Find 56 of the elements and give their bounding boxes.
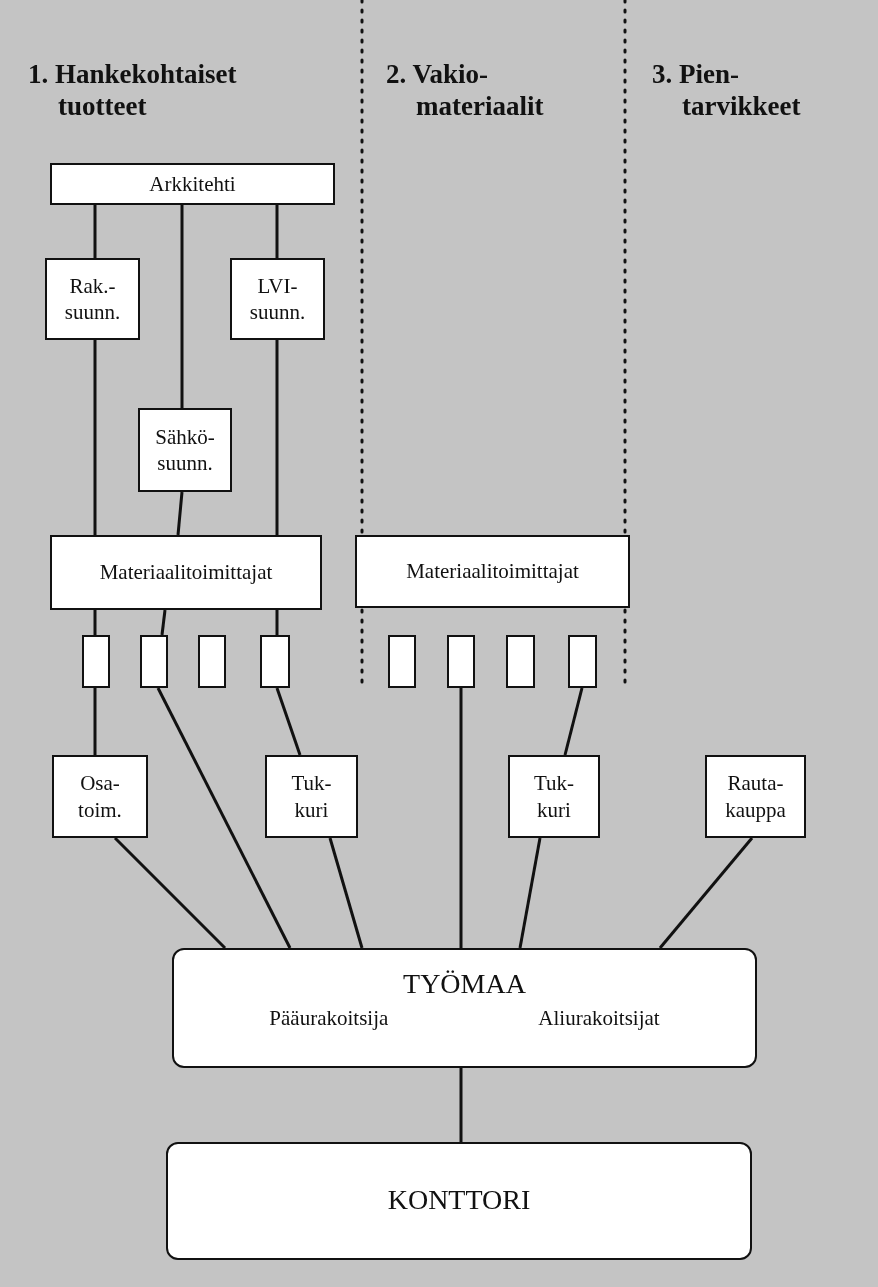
process-box: [172, 948, 757, 1068]
node-label: Rak.- suunn.: [63, 272, 122, 326]
node-label: Materiaalitoimittajat: [406, 558, 579, 585]
node-label: KONTTORI: [387, 1183, 531, 1217]
connector-line: [176, 491, 184, 536]
connector-line: [658, 837, 754, 949]
empty-box: [388, 635, 416, 688]
node-label: Materiaalitoimittajat: [99, 559, 273, 586]
process-box: [265, 755, 358, 838]
column-heading: 1. Hankekohtaiset tuotteet: [28, 58, 238, 123]
node-label: Osa- toim.: [77, 770, 123, 823]
empty-box: [140, 635, 168, 688]
node-label: Rauta- kauppa: [724, 770, 787, 823]
connector-line: [563, 687, 584, 756]
connector-line: [459, 688, 463, 948]
empty-box: [82, 635, 110, 688]
connector-line: [328, 837, 364, 949]
connector-line: [518, 837, 542, 949]
column-heading: 3. Pien- tarvikkeet: [652, 58, 802, 123]
empty-box: [260, 635, 290, 688]
connector-line: [93, 205, 97, 258]
process-box: [705, 755, 806, 838]
empty-box: [447, 635, 475, 688]
connector-line: [93, 340, 97, 535]
connector-line: [275, 687, 302, 756]
connector-line: [459, 1068, 463, 1142]
process-box: [45, 258, 140, 340]
empty-box: [198, 635, 226, 688]
connector-line: [275, 340, 279, 535]
connector-line: [275, 205, 279, 258]
process-box: [50, 535, 322, 610]
node-sublabel: Aliurakoitsijat: [538, 1005, 660, 1032]
node-sublabel: Pääurakoitsija: [269, 1005, 389, 1032]
empty-box: [568, 635, 597, 688]
node-label: Tuk- kuri: [290, 770, 333, 823]
node-label: Arkkitehti: [149, 170, 236, 198]
process-box: [138, 408, 232, 492]
process-box: [508, 755, 600, 838]
empty-box: [506, 635, 535, 688]
process-box: [52, 755, 148, 838]
process-box: [50, 163, 335, 205]
connector-line: [275, 610, 279, 635]
process-box: [355, 535, 630, 608]
node-label: LVI- suunn.: [248, 272, 307, 326]
connector-line: [160, 609, 167, 636]
node-label: Sähkö- suunn.: [154, 423, 216, 477]
connector-line: [156, 687, 292, 949]
column-heading: 2. Vakio- materiaalit: [386, 58, 545, 123]
connector-line: [180, 205, 184, 408]
node-label: Tuk- kuri: [532, 770, 576, 823]
node-label: TYÖMAA: [403, 967, 526, 1001]
process-box: [166, 1142, 752, 1260]
connector-line: [113, 836, 227, 950]
process-box: [230, 258, 325, 340]
connector-line: [93, 688, 97, 755]
connector-line: [93, 610, 97, 635]
